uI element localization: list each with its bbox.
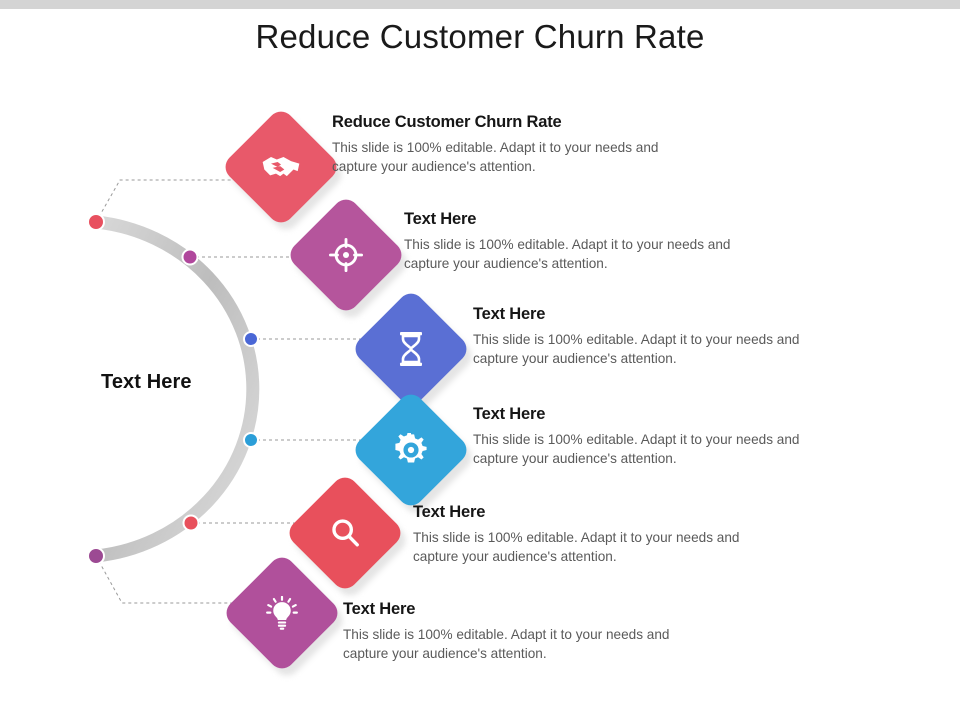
icon-tile-1[interactable] [220,106,347,235]
arc-dot-2 [181,248,199,266]
icon-tile-5[interactable] [284,472,411,601]
page-title: Reduce Customer Churn Rate [255,18,705,55]
arc-dot-6 [87,547,105,565]
arc-dot-4 [243,432,259,448]
target-icon [303,212,389,298]
block-body-1: This slide is 100% editable. Adapt it to… [332,140,659,174]
arc-dot-1 [87,213,105,231]
block-heading-6: Text Here [343,600,416,618]
hourglass-icon [368,306,454,392]
arc-dot-3 [243,331,259,347]
content-block-6: Text Here This slide is 100% editable. A… [343,600,713,663]
block-body-5: This slide is 100% editable. Adapt it to… [413,530,740,564]
icon-tile-3[interactable] [350,288,477,417]
block-heading-4: Text Here [473,405,546,423]
handshake-icon [238,124,324,210]
block-body-2: This slide is 100% editable. Adapt it to… [404,237,731,271]
arc-caption-label: Text Here [101,371,192,393]
content-block-4: Text Here This slide is 100% editable. A… [473,405,843,468]
block-heading-1: Reduce Customer Churn Rate [332,113,562,131]
icon-tile-4[interactable] [350,389,477,518]
block-body-6: This slide is 100% editable. Adapt it to… [343,627,670,661]
icon-tile-2[interactable] [285,194,412,323]
lightbulb-icon [239,570,325,656]
gear-icon [368,407,454,493]
block-heading-2: Text Here [404,210,477,228]
block-heading-3: Text Here [473,305,546,323]
block-body-4: This slide is 100% editable. Adapt it to… [473,432,800,466]
content-block-2: Text Here This slide is 100% editable. A… [404,210,774,273]
content-block-3: Text Here This slide is 100% editable. A… [473,305,843,368]
content-block-5: Text Here This slide is 100% editable. A… [413,503,783,566]
content-block-1: Reduce Customer Churn Rate This slide is… [332,113,702,176]
magnifier-icon [302,490,388,576]
top-border-band [0,0,960,9]
connector-1 [95,179,236,223]
block-body-3: This slide is 100% editable. Adapt it to… [473,332,800,366]
connector-6 [95,555,238,604]
arc-dot-5 [182,514,200,532]
block-heading-5: Text Here [413,503,486,521]
icon-tile-6[interactable] [221,552,348,681]
